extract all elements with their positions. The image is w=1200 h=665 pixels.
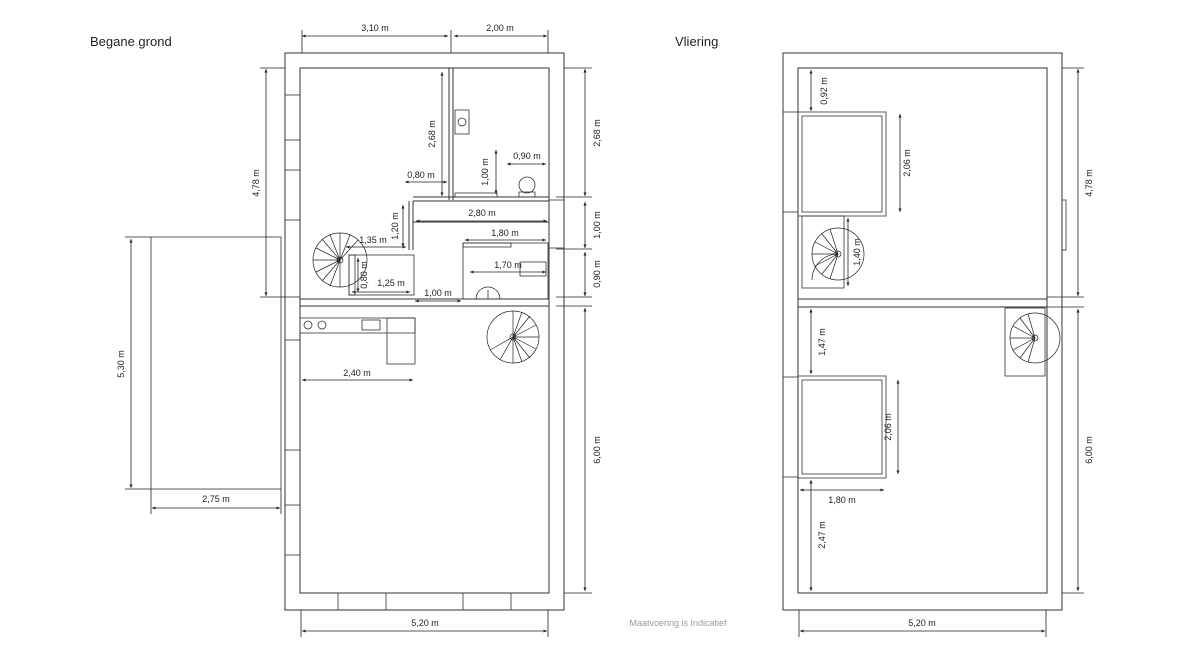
toilet-door [454,192,498,198]
disclaimer-note: Maatvoering is Indicatief [629,618,727,628]
window-left-2 [284,169,301,221]
sink-icon [454,109,470,135]
attic-outer-wall [782,52,1063,611]
dim-label: 2,06 m [902,149,912,177]
shower-icon [475,286,501,300]
ground-floor-plan: Begane grond [90,23,602,637]
attic-inner-wall [797,67,1048,594]
ground-outer-wall [284,52,565,611]
stair-opening-lower [1004,307,1046,377]
dim-label: 1,80 m [828,495,856,505]
bathtub-icon [519,261,547,277]
dim-label: 2,47 m [817,521,827,549]
attic-spiral-stair-icon [811,227,865,281]
window-left-1 [284,94,301,141]
dim-label: 1,20 m [390,212,400,240]
dim-label: 5,30 m [116,350,126,378]
spiral-stair-icon [312,232,368,288]
dim-label: 1,47 m [817,328,827,356]
dim-label: 2,80 m [468,208,496,218]
kitchen-counter [299,317,416,365]
stair-opening [801,215,845,289]
window-bottom-2 [462,592,512,611]
dim-label: 5,20 m [411,618,439,628]
dim-label: 4,78 m [1084,169,1094,197]
dim-label: 2,40 m [343,368,371,378]
toilet-icon [518,176,536,194]
dim-label: 1,25 m [377,278,405,288]
attic-floor-title: Vliering [675,34,718,49]
dim-label: 0,80 m [407,170,435,180]
dim-label: 1,35 m [359,235,387,245]
dim-label: 0,90 m [592,260,602,288]
dim-label: 1,80 m [491,228,519,238]
dim-label: 2,68 m [427,120,437,148]
dim-label: 2,00 m [486,23,514,33]
dim-label: 1,00 m [592,211,602,239]
bathroom-room [462,242,549,300]
dim-label: 2,68 m [592,119,602,147]
dim-label: 6,00 m [592,436,602,464]
dim-label: 3,10 m [361,23,389,33]
dim-label: 1,00 m [424,288,452,298]
window-left-3 [284,339,301,451]
spiral-stair-2-icon [486,310,540,364]
bathroom-door [462,242,512,248]
dim-label: 5,20 m [908,618,936,628]
dim-label: 0,90 m [513,151,541,161]
lower-dormer [782,375,887,479]
terrace-area [150,236,282,490]
dim-label: 2,06 m [883,413,893,441]
dim-label: 6,00 m [1084,436,1094,464]
window-right-1 [548,199,565,249]
dim-label: 4,78 m [251,169,261,197]
dim-label: 1,40 m [852,238,862,266]
dim-label: 1,70 m [494,260,522,270]
dim-label: 2,75 m [202,494,230,504]
dim-label: 0,80 m [359,261,369,289]
ground-floor-title: Begane grond [90,34,172,49]
attic-window-right [1061,199,1067,251]
attic-floor-plan: Vliering [675,34,1094,637]
dim-label: 1,00 m [480,158,490,186]
ground-inner-wall [299,67,550,594]
window-left-4 [284,504,301,556]
dim-label: 0,92 m [819,77,829,105]
window-bottom-1 [337,592,387,611]
attic-spiral-stair-2-icon [1009,312,1061,364]
